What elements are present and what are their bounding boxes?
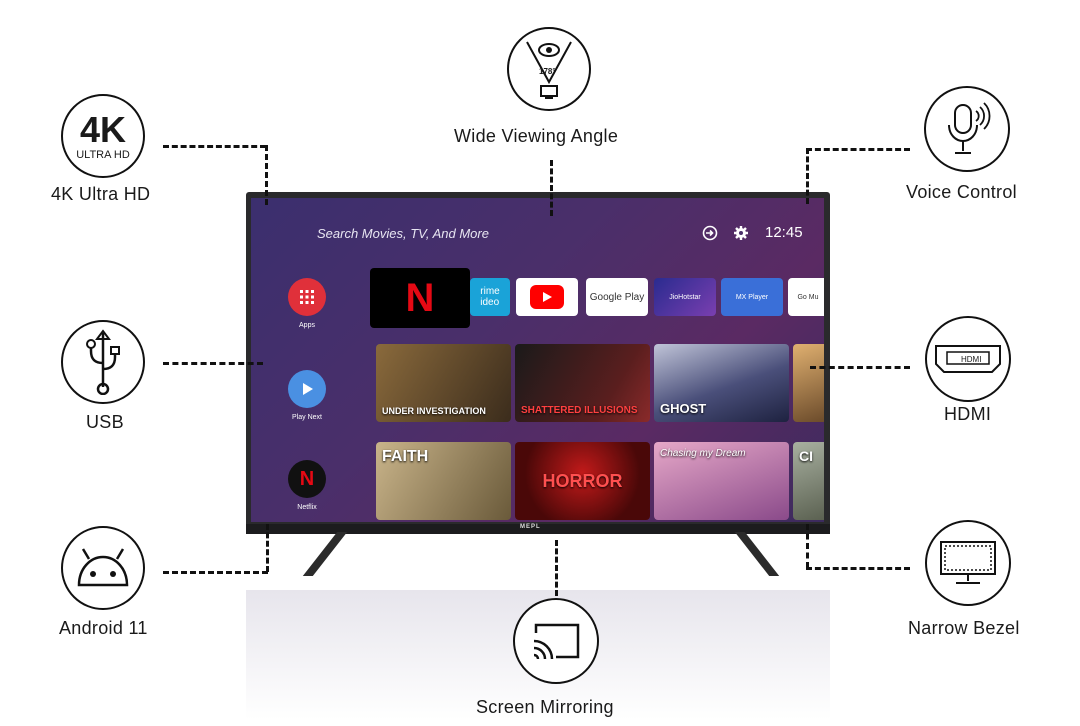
poster-under-investigation[interactable]: UNDER INVESTIGATION	[376, 344, 511, 422]
ultra-hd-text: ULTRA HD	[76, 148, 130, 161]
connector-android-v	[266, 524, 269, 572]
sidebar-item-play-next[interactable]: Play Next	[285, 370, 329, 421]
poster-title: Chasing my Dream	[660, 448, 746, 459]
sidebar-label: Apps	[299, 322, 315, 329]
poster-ghost[interactable]: GHOST	[654, 344, 789, 422]
hdmi-port-icon: HDMI	[925, 316, 1011, 402]
netflix-n-icon: N	[288, 460, 326, 498]
connector-bezel-v	[806, 524, 809, 568]
4k-text: 4K	[79, 108, 127, 150]
connector-android	[163, 571, 268, 574]
poster-title: CI	[799, 448, 813, 464]
tv-stand-left	[302, 532, 348, 576]
connector-bezel	[806, 567, 910, 570]
app-tile-google-play[interactable]: Google Play	[586, 278, 648, 316]
eye-angle-icon: 178°	[507, 27, 591, 111]
feature-label-mirror: Screen Mirroring	[476, 697, 614, 717]
app-label: MX Player	[735, 293, 769, 301]
feature-label-android: Android 11	[59, 618, 148, 638]
app-tile-netflix[interactable]: N	[370, 268, 470, 328]
app-label: Go Mu	[797, 293, 819, 301]
connector-viewing	[550, 160, 553, 216]
poster-horror[interactable]: HORROR	[515, 442, 650, 520]
connector-usb	[163, 362, 263, 365]
poster-title: GHOST	[660, 401, 707, 416]
app-label: JioHotstar	[669, 293, 701, 301]
feature-label-hdmi: HDMI	[944, 404, 992, 424]
feature-label-viewing: Wide Viewing Angle	[454, 126, 619, 146]
usb-icon	[61, 320, 145, 404]
youtube-icon	[530, 285, 564, 309]
connector-mirror	[555, 540, 558, 596]
poster-title: HORROR	[542, 470, 623, 491]
clock: 12:45	[765, 224, 803, 241]
input-source-icon[interactable]	[702, 225, 718, 241]
sidebar-item-apps[interactable]: Apps	[285, 278, 329, 329]
tv-stand-right	[734, 532, 780, 576]
sidebar-item-netflix[interactable]: N Netflix	[285, 460, 329, 511]
poster-chasing-my-dream[interactable]: Chasing my Dream	[654, 442, 789, 520]
sidebar-label: Play Next	[292, 414, 322, 421]
angle-text: 178°	[539, 67, 556, 76]
play-icon	[288, 370, 326, 408]
app-tile-mx-player[interactable]: MX Player	[721, 278, 783, 316]
android-icon	[61, 526, 145, 610]
app-tile-youtube[interactable]	[516, 278, 578, 316]
poster-title: SHATTERED ILLUSIONS	[521, 405, 638, 416]
microphone-icon	[924, 86, 1010, 172]
poster-shattered-illusions[interactable]: SHATTERED ILLUSIONS	[515, 344, 650, 422]
app-tile-prime-video[interactable]: rime ideo	[470, 278, 510, 316]
settings-gear-icon[interactable]	[733, 225, 749, 241]
poster-partial-ci[interactable]: CI	[793, 442, 824, 520]
connector-uhd	[163, 145, 266, 148]
monitor-bezel-icon	[925, 520, 1011, 606]
connector-voice-v	[806, 148, 809, 204]
sidebar-label: Netflix	[297, 504, 317, 511]
feature-label-bezel: Narrow Bezel	[908, 618, 1020, 638]
hdmi-text: HDMI	[961, 355, 982, 364]
feature-label-voice: Voice Control	[906, 182, 1017, 202]
app-label: Google Play	[589, 291, 645, 303]
cast-icon	[513, 598, 599, 684]
poster-partial[interactable]	[793, 344, 824, 422]
search-bar[interactable]: Search Movies, TV, And More	[317, 226, 489, 241]
app-tile-google-music[interactable]: Go Mu	[788, 278, 824, 316]
brand-logo: MEPL	[520, 524, 541, 530]
4k-badge-icon: 4K ULTRA HD	[61, 94, 145, 178]
app-tile-jiohotstar[interactable]: JioHotstar	[654, 278, 716, 316]
feature-label-usb: USB	[86, 412, 124, 432]
poster-title: FAITH	[382, 448, 429, 465]
poster-title: UNDER INVESTIGATION	[382, 406, 486, 416]
connector-uhd-v	[265, 145, 268, 205]
poster-faith[interactable]: FAITH	[376, 442, 511, 520]
tv-bottom-bezel	[246, 524, 830, 534]
netflix-logo-text: N	[405, 275, 435, 320]
tv-screen: Search Movies, TV, And More 12:45 Apps P…	[251, 198, 824, 522]
apps-grid-icon	[288, 278, 326, 316]
feature-label-4k: 4K Ultra HD	[51, 184, 151, 204]
connector-hdmi	[810, 366, 910, 369]
connector-voice	[806, 148, 910, 151]
